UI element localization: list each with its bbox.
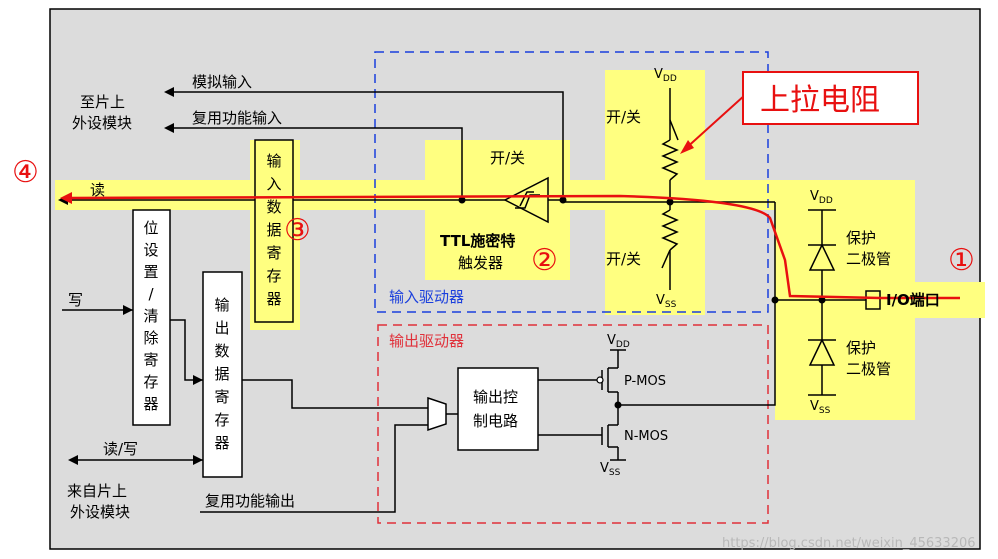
pmos-label: P-MOS bbox=[624, 374, 666, 389]
from-onchip-line2: 外设模块 bbox=[70, 503, 130, 521]
svg-text:除: 除 bbox=[143, 329, 158, 347]
svg-text:/: / bbox=[148, 285, 154, 303]
output-control-line2: 制电路 bbox=[473, 412, 518, 430]
read-signal-path bbox=[69, 194, 960, 300]
analog-input-label: 模拟输入 bbox=[192, 73, 252, 91]
svg-text:入: 入 bbox=[266, 175, 281, 193]
pullup-callout-arrow bbox=[683, 94, 746, 151]
svg-text:数: 数 bbox=[266, 198, 281, 216]
svg-text:置: 置 bbox=[143, 263, 158, 281]
output-data-register-text: 输 出 数 据 寄 存 器 bbox=[214, 296, 229, 452]
svg-text:设: 设 bbox=[143, 241, 158, 259]
svg-text:位: 位 bbox=[143, 219, 158, 237]
pulldown-switch-label: 开/关 bbox=[606, 250, 641, 268]
pullup-label-box bbox=[742, 71, 919, 125]
svg-text:清: 清 bbox=[143, 307, 158, 325]
marker-4: ④ bbox=[12, 155, 39, 190]
protect-diode-bottom-line2: 二极管 bbox=[846, 360, 891, 378]
pullup-vdd-label: VDD bbox=[654, 67, 677, 84]
write-label: 写 bbox=[68, 291, 83, 309]
nmos-label: N-MOS bbox=[624, 429, 668, 444]
diode-vdd-label: VDD bbox=[810, 189, 833, 206]
svg-text:数: 数 bbox=[214, 342, 229, 360]
marker-2: ② bbox=[531, 243, 558, 278]
protect-diode-bottom-line1: 保护 bbox=[846, 339, 876, 357]
svg-text:据: 据 bbox=[214, 365, 229, 383]
pullup-callout-arrowhead bbox=[680, 140, 694, 154]
marker-1: ① bbox=[948, 243, 975, 278]
nmos-vss-label: VSS bbox=[600, 461, 621, 478]
svg-text:器: 器 bbox=[266, 290, 281, 308]
svg-text:据: 据 bbox=[266, 221, 281, 239]
svg-text:输: 输 bbox=[266, 152, 281, 170]
svg-text:出: 出 bbox=[214, 319, 229, 337]
schmitt-trigger-symbol bbox=[503, 176, 549, 224]
junction-dots bbox=[458, 196, 826, 409]
protect-diode-top-line2: 二极管 bbox=[846, 250, 891, 268]
svg-text:存: 存 bbox=[266, 267, 281, 285]
pmos-vdd-label: VDD bbox=[607, 333, 630, 350]
pullup-switch-label: 开/关 bbox=[606, 108, 641, 126]
arrowheads bbox=[58, 87, 203, 465]
output-control-line1: 输出控 bbox=[473, 388, 518, 406]
bit-set-reset-register bbox=[132, 209, 171, 426]
input-data-register-text: 输 入 数 据 寄 存 器 bbox=[266, 152, 281, 308]
protect-diode-top-line1: 保护 bbox=[846, 229, 876, 247]
ttl-schmitt-line2: 触发器 bbox=[458, 254, 503, 272]
input-data-register bbox=[254, 139, 294, 323]
svg-text:器: 器 bbox=[143, 395, 158, 413]
protect-diodes bbox=[808, 243, 836, 366]
io-pad bbox=[865, 290, 881, 310]
pmos-gate-bubble bbox=[596, 376, 604, 384]
to-onchip-line1: 至片上 bbox=[80, 93, 125, 111]
from-onchip-line1: 来自片上 bbox=[67, 482, 127, 500]
bit-set-reset-register-text: 位 设 置 / 清 除 寄 存 器 bbox=[143, 219, 158, 413]
ttl-schmitt-line1: TTL施密特 bbox=[440, 232, 515, 250]
read-label: 读 bbox=[90, 181, 105, 199]
resistors bbox=[661, 139, 679, 251]
diode-vss-label: VSS bbox=[810, 399, 831, 416]
output-driver-label: 输出驱动器 bbox=[389, 332, 464, 350]
pulldown-vss-label: VSS bbox=[656, 293, 677, 310]
schmitt-switch-label: 开/关 bbox=[490, 149, 525, 167]
input-driver-label: 输入驱动器 bbox=[389, 288, 464, 306]
supply-labels: VDD VSS VDD VSS VDD VSS bbox=[600, 67, 833, 478]
af-input-label: 复用功能输入 bbox=[192, 109, 282, 127]
output-control-box bbox=[457, 367, 539, 451]
io-port-label: I/O端口 bbox=[886, 291, 940, 309]
output-mux bbox=[427, 396, 447, 432]
highlight-pullup bbox=[605, 70, 705, 315]
af-output-label: 复用功能输出 bbox=[205, 492, 295, 510]
svg-text:寄: 寄 bbox=[266, 244, 281, 262]
svg-text:存: 存 bbox=[143, 373, 158, 391]
read-signal-arrowhead bbox=[60, 192, 72, 204]
switches bbox=[661, 119, 679, 269]
watermark: https://blog.csdn.net/weixin_45633206 bbox=[722, 536, 976, 551]
marker-3: ③ bbox=[284, 213, 311, 248]
to-onchip-line2: 外设模块 bbox=[72, 114, 132, 132]
svg-text:存: 存 bbox=[214, 411, 229, 429]
svg-text:器: 器 bbox=[214, 434, 229, 452]
svg-text:输: 输 bbox=[214, 296, 229, 314]
read-write-label: 读/写 bbox=[103, 440, 138, 458]
svg-text:寄: 寄 bbox=[214, 388, 229, 406]
output-driver-box bbox=[377, 324, 769, 524]
pullup-label: 上拉电阻 bbox=[760, 83, 880, 118]
input-driver-box bbox=[374, 51, 769, 313]
svg-text:寄: 寄 bbox=[143, 351, 158, 369]
output-data-register bbox=[202, 271, 243, 478]
